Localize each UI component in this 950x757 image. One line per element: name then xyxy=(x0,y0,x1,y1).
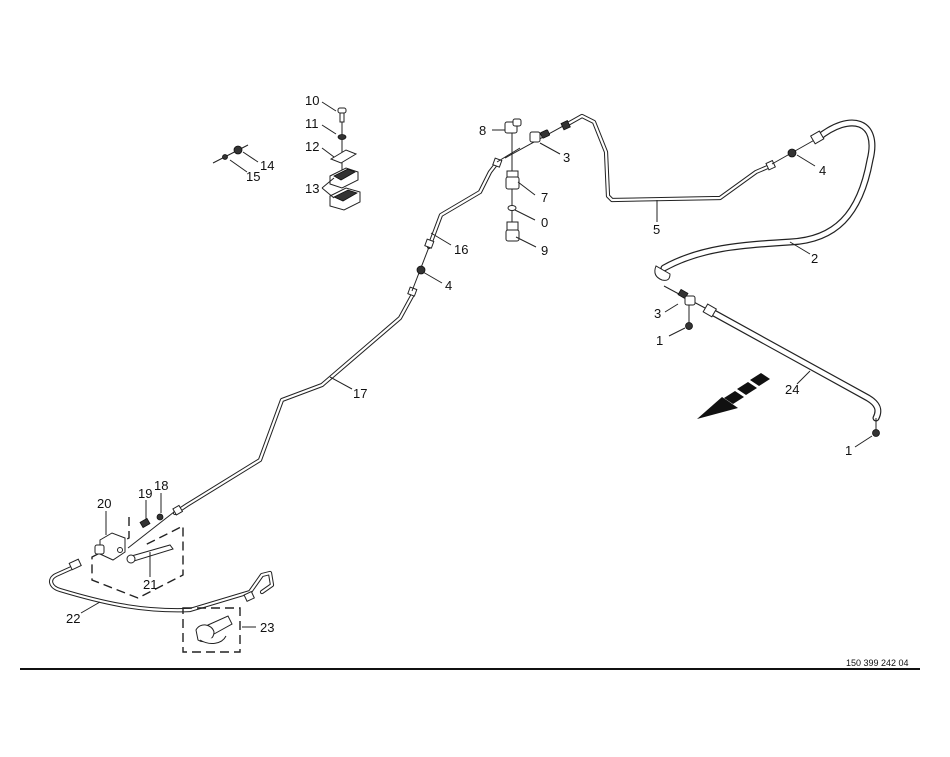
coupling-head-part-23[interactable] xyxy=(195,615,233,644)
clamp-half-upper-part-13[interactable] xyxy=(329,167,359,189)
washer-part-11[interactable] xyxy=(337,134,347,140)
clamp-half-lower-part-13[interactable] xyxy=(329,187,361,211)
callout-18[interactable]: 18 xyxy=(154,478,168,493)
tee-fitting-part-3-right[interactable] xyxy=(663,285,706,309)
callout-0[interactable]: 0 xyxy=(541,215,548,230)
seal-ring-part-18[interactable] xyxy=(156,513,164,521)
brake-pipe-16[interactable] xyxy=(424,157,503,250)
brake-hose-2[interactable] xyxy=(654,119,876,281)
bleed-nipple-part-1-top[interactable] xyxy=(685,322,693,330)
pipe-nut-17[interactable] xyxy=(172,504,184,516)
callout-4-left[interactable]: 4 xyxy=(445,278,452,293)
callout-9[interactable]: 9 xyxy=(541,243,548,258)
brake-pipe-17[interactable] xyxy=(172,286,418,516)
callout-1-top[interactable]: 1 xyxy=(656,333,663,348)
clamp-assembly xyxy=(329,107,361,211)
callout-17[interactable]: 17 xyxy=(353,386,367,401)
callout-labels: 10 11 12 13 14 15 8 3 7 0 9 16 4 5 4 2 3… xyxy=(66,93,852,635)
valve-kit-outline xyxy=(91,517,184,599)
bleed-nipple-part-1-bottom[interactable] xyxy=(872,429,880,437)
callout-2[interactable]: 2 xyxy=(811,251,818,266)
coupling-kit-outline xyxy=(182,607,241,653)
brake-hose-24[interactable] xyxy=(702,303,882,422)
leader-lines xyxy=(80,101,873,628)
document-number: 150 399 242 04 xyxy=(846,658,909,668)
fitting-cluster xyxy=(504,118,566,242)
callout-4-right[interactable]: 4 xyxy=(819,163,826,178)
washer-part-15[interactable] xyxy=(222,154,228,160)
plate-part-12[interactable] xyxy=(329,149,358,164)
pressure-switch-part-9[interactable] xyxy=(505,221,520,242)
brake-pipe-22[interactable] xyxy=(49,558,275,613)
callout-1-bottom[interactable]: 1 xyxy=(845,443,852,458)
callout-22[interactable]: 22 xyxy=(66,611,80,626)
callout-8[interactable]: 8 xyxy=(479,123,486,138)
callout-13[interactable]: 13 xyxy=(305,181,319,196)
brake-pipe-5[interactable] xyxy=(560,113,776,203)
nut-part-14[interactable] xyxy=(233,145,243,155)
elbow-fitting-part-8[interactable] xyxy=(504,118,522,134)
bolt-part-10[interactable] xyxy=(337,107,347,123)
callout-21[interactable]: 21 xyxy=(143,577,157,592)
fitting-group-14-15 xyxy=(212,144,249,164)
travel-direction-arrow xyxy=(697,373,770,419)
callout-7[interactable]: 7 xyxy=(541,190,548,205)
callout-12[interactable]: 12 xyxy=(305,139,319,154)
callout-16[interactable]: 16 xyxy=(454,242,468,257)
callout-24[interactable]: 24 xyxy=(785,382,799,397)
callout-15[interactable]: 15 xyxy=(246,169,260,184)
seal-ring-part-0[interactable] xyxy=(507,205,517,211)
callout-3-right[interactable]: 3 xyxy=(654,306,661,321)
callout-19[interactable]: 19 xyxy=(138,486,152,501)
callout-5[interactable]: 5 xyxy=(653,222,660,237)
callout-23[interactable]: 23 xyxy=(260,620,274,635)
adapter-part-7[interactable] xyxy=(505,170,520,190)
callout-10[interactable]: 10 xyxy=(305,93,319,108)
union-part-19[interactable] xyxy=(139,517,151,529)
callout-11[interactable]: 11 xyxy=(305,116,319,131)
callout-14[interactable]: 14 xyxy=(260,158,274,173)
valve-part-20[interactable] xyxy=(94,532,126,561)
nut-part-4-right[interactable] xyxy=(787,148,797,158)
callout-3-top[interactable]: 3 xyxy=(563,150,570,165)
tee-fitting-part-3-top[interactable] xyxy=(529,129,550,143)
callout-20[interactable]: 20 xyxy=(97,496,111,511)
